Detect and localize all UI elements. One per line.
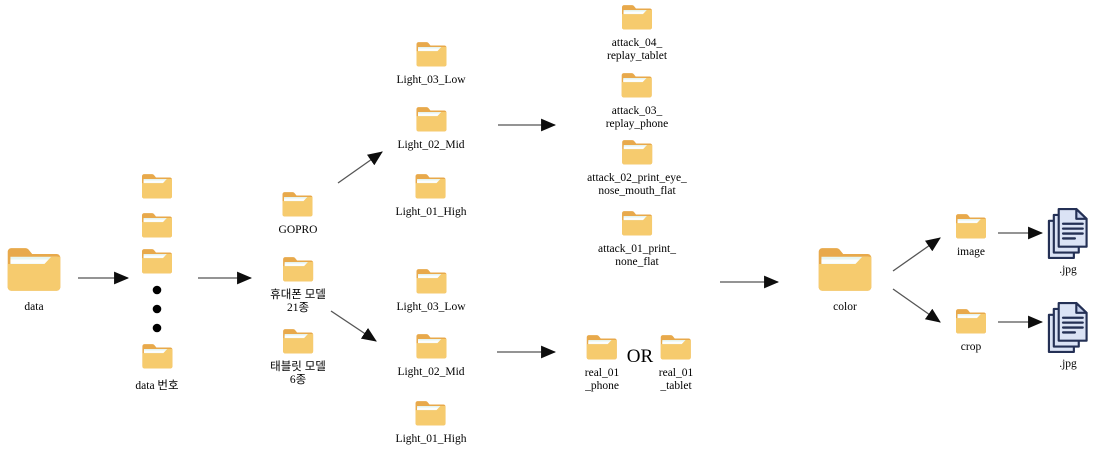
folder-icon bbox=[620, 137, 654, 167]
folder-node-attack-04-replay-tablet: attack_04_ replay_tablet bbox=[607, 2, 667, 63]
folder-icon bbox=[140, 246, 174, 276]
folder-icon bbox=[620, 208, 654, 238]
folder-label: 휴대폰 모델 21종 bbox=[270, 289, 326, 315]
folder-icon bbox=[414, 39, 448, 69]
folder-node-phone-model: 휴대폰 모델 21종 bbox=[270, 254, 326, 315]
folder-label: data 번호 bbox=[135, 380, 179, 392]
folder-icon bbox=[140, 171, 174, 201]
folder-node-image: image bbox=[954, 211, 988, 259]
connector-arrows bbox=[78, 118, 1044, 359]
document-stack-icon bbox=[1046, 301, 1091, 356]
folder-icon bbox=[281, 254, 315, 284]
folder-icon bbox=[414, 171, 448, 201]
folder-node-gopro: GOPRO bbox=[278, 189, 318, 237]
folder-label: Light_02_Mid bbox=[397, 366, 465, 378]
folder-label-line2: replay_tablet bbox=[606, 50, 668, 62]
folder-label-line1: attack_03_ bbox=[611, 105, 663, 117]
folder-icon bbox=[954, 306, 988, 336]
folder-label: data bbox=[24, 301, 44, 313]
folder-icon bbox=[585, 332, 619, 362]
folder-label: Light_03_Low bbox=[396, 301, 466, 313]
folder-label-line2: replay_phone bbox=[605, 118, 669, 130]
folder-icon bbox=[414, 331, 448, 361]
folder-label-line1: real_01 bbox=[584, 367, 620, 379]
folder-label: attack_04_ replay_tablet bbox=[607, 37, 667, 63]
folder-node-real-01-phone: real_01 _phone bbox=[585, 332, 619, 393]
folder-label-line1: 휴대폰 모델 bbox=[270, 289, 326, 301]
folder-node-attack-03-replay-phone: attack_03_ replay_phone bbox=[606, 70, 669, 131]
folder-label-line2: 21종 bbox=[286, 302, 310, 314]
folder-node-real-01-tablet: real_01 _tablet bbox=[659, 332, 693, 393]
folder-label: attack_03_ replay_phone bbox=[606, 105, 669, 131]
folder-icon bbox=[5, 242, 63, 296]
or-label: OR bbox=[626, 346, 654, 367]
file-node-jpg-image: .jpg bbox=[1046, 207, 1091, 277]
folder-node-color: color bbox=[816, 242, 874, 314]
folder-node-data-number-3 bbox=[140, 246, 174, 276]
folder-node-data-number-n: data 번호 bbox=[135, 341, 179, 393]
folder-icon bbox=[140, 210, 174, 240]
folder-node-attack-02-print-eye-nose-mouth-flat: attack_02_print_eye_ nose_mouth_flat bbox=[587, 137, 687, 198]
folder-label-line2: none_flat bbox=[615, 256, 659, 268]
folder-icon bbox=[954, 211, 988, 241]
folder-label: real_01 _tablet bbox=[659, 367, 693, 393]
folder-icon bbox=[816, 242, 874, 296]
folder-label: image bbox=[956, 246, 986, 258]
folder-label-line1: attack_02_print_eye_ bbox=[587, 172, 687, 184]
folder-label: Light_03_Low bbox=[396, 74, 466, 86]
file-label: .jpg bbox=[1059, 264, 1077, 276]
folder-node-light-03-low-bottom: Light_03_Low bbox=[397, 266, 466, 314]
folder-node-light-03-low-top: Light_03_Low bbox=[397, 39, 466, 87]
folder-node-light-01-high-bottom: Light_01_High bbox=[395, 398, 467, 446]
folder-icon bbox=[414, 104, 448, 134]
folder-node-data: data bbox=[5, 242, 63, 314]
folder-label: Light_02_Mid bbox=[397, 139, 465, 151]
folder-icon bbox=[659, 332, 693, 362]
folder-node-light-02-mid-top: Light_02_Mid bbox=[397, 104, 465, 152]
folder-label-line1: real_01 bbox=[658, 367, 694, 379]
folder-node-crop: crop bbox=[954, 306, 988, 354]
folder-node-data-number-1 bbox=[140, 171, 174, 201]
folder-icon bbox=[620, 2, 654, 32]
arrow-color-to-image bbox=[892, 237, 941, 272]
arrow-color-to-crop bbox=[892, 288, 941, 323]
folder-label-line2: 6종 bbox=[289, 374, 307, 386]
folder-label: attack_02_print_eye_ nose_mouth_flat bbox=[587, 172, 687, 198]
folder-label-line2: nose_mouth_flat bbox=[598, 185, 676, 197]
folder-label: crop bbox=[960, 341, 982, 353]
folder-node-light-01-high-top: Light_01_High bbox=[395, 171, 467, 219]
folder-label-line2: _tablet bbox=[660, 380, 692, 392]
file-label: .jpg bbox=[1059, 358, 1077, 370]
folder-label-line1: 태블릿 모델 bbox=[270, 361, 326, 373]
folder-icon bbox=[281, 189, 315, 219]
folder-label: 태블릿 모델 6종 bbox=[270, 361, 326, 387]
folder-label: Light_01_High bbox=[395, 433, 467, 445]
folder-label-line1: attack_04_ bbox=[611, 37, 663, 49]
folder-icon bbox=[140, 341, 174, 371]
arrow-devices-to-light-bottom bbox=[330, 310, 377, 342]
file-node-jpg-crop: .jpg bbox=[1046, 301, 1091, 371]
folder-label-line2: _phone bbox=[585, 380, 619, 392]
folder-node-light-02-mid-bottom: Light_02_Mid bbox=[397, 331, 465, 379]
folder-icon bbox=[620, 70, 654, 100]
folder-icon bbox=[281, 326, 315, 356]
folder-icon bbox=[414, 398, 448, 428]
folder-label: attack_01_print_ none_flat bbox=[598, 243, 676, 269]
folder-node-attack-01-print-none-flat: attack_01_print_ none_flat bbox=[598, 208, 676, 269]
folder-icon bbox=[414, 266, 448, 296]
folder-node-data-number-2 bbox=[140, 210, 174, 240]
folder-label-line1: attack_01_print_ bbox=[598, 243, 676, 255]
folder-node-tablet-model: 태블릿 모델 6종 bbox=[270, 326, 326, 387]
folder-label: GOPRO bbox=[278, 224, 318, 236]
folder-label: real_01 _phone bbox=[585, 367, 619, 393]
arrow-devices-to-light-top bbox=[337, 151, 383, 184]
folder-label: color bbox=[833, 301, 857, 313]
folder-label: Light_01_High bbox=[395, 206, 467, 218]
ellipsis-dots bbox=[152, 285, 162, 333]
document-stack-icon bbox=[1046, 207, 1091, 262]
